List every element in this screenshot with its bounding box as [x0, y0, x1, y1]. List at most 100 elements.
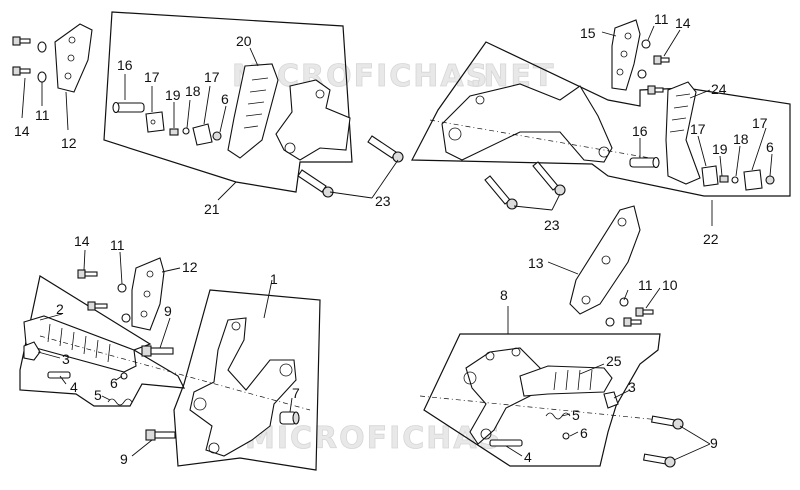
callout-17: 17 — [144, 69, 160, 85]
pin-16-right — [629, 156, 660, 169]
callout-24: 24 — [711, 81, 727, 97]
callout-25: 25 — [606, 353, 622, 369]
group-bottom-left: 14 11 12 1 2 9 3 4 6 5 7 9 — [19, 233, 321, 471]
callout-5: 5 — [572, 407, 580, 423]
spring-19-left — [169, 128, 179, 136]
callout-17: 17 — [690, 121, 706, 137]
callout-11: 11 — [638, 277, 653, 293]
bolt-23-right — [484, 161, 566, 210]
washer-11-right — [637, 39, 651, 79]
spring-19-right — [719, 175, 729, 183]
pivot-3-left — [23, 341, 41, 361]
callout-15: 15 — [580, 25, 596, 41]
callout-17: 17 — [752, 115, 768, 131]
heel-plate-12 — [54, 23, 93, 93]
ball-18-right — [731, 176, 739, 184]
callout-17: 17 — [204, 69, 220, 85]
pivot-3-right — [603, 391, 619, 409]
group-top-left: 14 11 12 16 17 19 18 17 6 20 21 23 — [12, 11, 404, 217]
washer-11-left — [37, 41, 47, 83]
heel-plate-15 — [611, 19, 641, 91]
group-bottom-right: 13 11 10 8 25 3 5 6 4 9 — [419, 205, 718, 468]
callout-16: 16 — [632, 123, 648, 139]
callout-12: 12 — [182, 259, 198, 275]
callout-9: 9 — [710, 435, 718, 451]
nut-6-left — [212, 131, 222, 141]
ball-6-left — [120, 372, 128, 380]
callout-19: 19 — [712, 141, 728, 157]
callout-16: 16 — [117, 57, 133, 73]
frame-22 — [411, 41, 791, 197]
screw-14-bottom — [77, 269, 108, 311]
spring-5-right — [545, 412, 571, 420]
leader-lines-bottom-right — [505, 261, 711, 461]
screw-14-right — [647, 55, 670, 95]
callout-3: 3 — [62, 351, 70, 367]
callout-7: 7 — [292, 385, 300, 401]
pin-7 — [279, 411, 300, 425]
screw-10 — [623, 307, 654, 327]
callout-19: 19 — [165, 87, 181, 103]
footpeg-25 — [519, 365, 613, 397]
callout-14: 14 — [675, 15, 691, 31]
callout-6: 6 — [221, 91, 229, 107]
pin-16-left — [112, 101, 145, 114]
watermark-bottom: MICROFICHAS — [245, 421, 502, 456]
callout-21: 21 — [204, 201, 220, 217]
frame-21 — [103, 11, 353, 193]
callout-6: 6 — [580, 425, 588, 441]
callout-9: 9 — [164, 303, 172, 319]
callout-11: 11 — [110, 237, 125, 253]
callout-11: 11 — [35, 107, 50, 123]
callout-18: 18 — [185, 83, 201, 99]
frame-8 — [423, 333, 661, 467]
plate-17-right-a — [701, 165, 719, 187]
callout-11: 11 — [654, 11, 669, 27]
frame-2 — [19, 275, 186, 407]
spring-5-left — [107, 398, 133, 406]
rearset-bracket-21 — [275, 79, 351, 161]
callout-8: 8 — [500, 287, 508, 303]
bolt-23-left — [297, 135, 404, 198]
callout-6: 6 — [766, 139, 774, 155]
rearset-bracket-22 — [441, 83, 613, 163]
plate-17-right-b — [743, 169, 763, 191]
ball-18-left — [182, 127, 190, 135]
callout-4: 4 — [70, 379, 78, 395]
footpeg-20-left — [227, 63, 279, 159]
rearset-bracket-1 — [189, 317, 297, 457]
frame-1 — [173, 289, 321, 471]
watermark-top-right: .NET — [470, 59, 555, 94]
callout-23: 23 — [375, 193, 391, 209]
rearset-bracket-8 — [465, 347, 541, 445]
heel-plate-13 — [569, 205, 641, 315]
bolt-9-bottom-right — [643, 415, 684, 468]
pin-4-left — [47, 371, 71, 379]
footpeg-24-right — [665, 81, 701, 185]
bolt-9-bottom-left-b — [145, 429, 176, 441]
callout-18: 18 — [733, 131, 749, 147]
callout-13: 13 — [528, 255, 544, 271]
callout-14: 14 — [14, 123, 30, 139]
callout-23: 23 — [544, 217, 560, 233]
callout-12: 12 — [61, 135, 77, 151]
screw-14-left — [12, 36, 31, 76]
callout-20: 20 — [236, 33, 252, 49]
callout-2: 2 — [56, 301, 64, 317]
bolt-9-bottom-left-a — [141, 345, 174, 357]
callout-10: 10 — [662, 277, 678, 293]
callout-1: 1 — [270, 271, 278, 287]
ball-6-right — [562, 432, 570, 440]
callout-22: 22 — [703, 231, 719, 247]
callout-14: 14 — [74, 233, 90, 249]
callout-5: 5 — [94, 387, 102, 403]
washer-11-bottom-right — [605, 297, 629, 327]
callout-6: 6 — [110, 375, 118, 391]
callout-4: 4 — [524, 449, 532, 465]
washer-11-bottom — [117, 283, 131, 323]
leader-lines-top-right — [513, 25, 773, 226]
leader-lines-bottom-left — [37, 249, 293, 457]
pin-4-right — [489, 439, 523, 447]
heel-plate-12-bottom — [131, 257, 165, 331]
